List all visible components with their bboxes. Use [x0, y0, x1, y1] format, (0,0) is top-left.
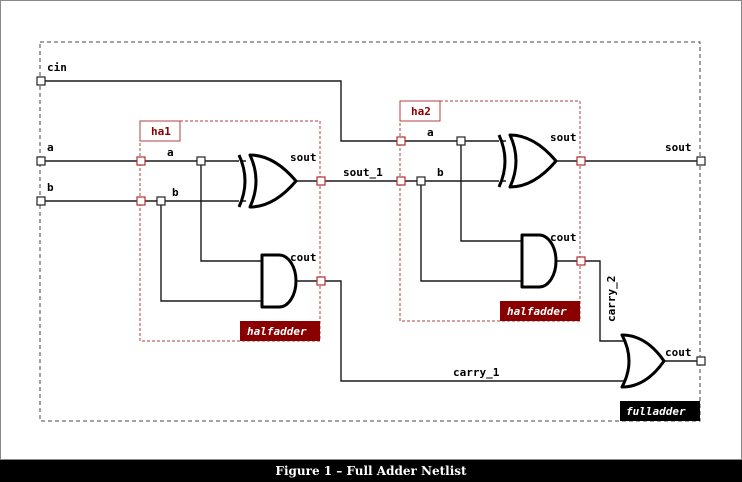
ha2-pin-a[interactable]: [396, 136, 406, 146]
ha1-b-label: b: [172, 186, 179, 199]
ha2-type-tag[interactable]: halfadder: [500, 301, 580, 321]
fulladder-type-tag[interactable]: fulladder: [620, 401, 700, 421]
ha1-junction-a: [196, 156, 206, 166]
figure-caption: Figure 1 – Full Adder Netlist: [275, 464, 467, 478]
ha1-name-box[interactable]: ha1: [139, 120, 181, 142]
ha1-pin-cout[interactable]: [316, 276, 326, 286]
ha2-b-label: b: [437, 166, 444, 179]
ha1-and-gate[interactable]: [260, 253, 298, 309]
ha2-cout-label: cout: [550, 231, 577, 244]
carry-1-net-label: carry_1: [453, 366, 500, 379]
carry-2-net-label: carry_2: [605, 276, 618, 322]
wire-carry-2[interactable]: [581, 260, 626, 342]
ha2-wire-a-and: [460, 141, 522, 242]
svg-text:halfadder: halfadder: [247, 325, 307, 338]
fulladder-boundary: [39, 41, 701, 422]
a-port[interactable]: [36, 156, 46, 166]
b-port[interactable]: [36, 196, 46, 206]
ha1-boundary: [139, 120, 321, 342]
cout-port[interactable]: [696, 356, 706, 366]
a-label: a: [47, 141, 54, 154]
ha1-sout-label: sout: [290, 151, 317, 164]
cin-label: cin: [47, 61, 67, 74]
ha1-xor-gate[interactable]: [237, 153, 298, 209]
ha1-cout-label: cout: [290, 251, 317, 264]
ha2-a-label: a: [427, 126, 434, 139]
ha2-junction-b: [416, 176, 426, 186]
ha2-name-box[interactable]: ha2: [399, 100, 441, 122]
or-gate[interactable]: [620, 333, 666, 389]
svg-text:ha1: ha1: [151, 125, 171, 138]
ha2-xor-gate[interactable]: [497, 133, 558, 189]
ha1-pin-b[interactable]: [136, 196, 146, 206]
ha2-pin-b[interactable]: [396, 176, 406, 186]
ha2-and-gate[interactable]: [520, 233, 558, 289]
sout-label: sout: [665, 141, 692, 154]
ha1-pin-sout[interactable]: [316, 176, 326, 186]
ha1-wire-a-and: [200, 161, 262, 262]
ha1-type-tag[interactable]: halfadder: [240, 321, 320, 341]
ha2-wire-b-and: [420, 181, 522, 282]
wire-cin[interactable]: [41, 80, 401, 142]
caption-bar: Figure 1 – Full Adder Netlist: [0, 460, 742, 482]
cout-label: cout: [665, 346, 692, 359]
svg-text:ha2: ha2: [411, 105, 431, 118]
ha1-a-label: a: [167, 146, 174, 159]
ha2-pin-sout[interactable]: [576, 156, 586, 166]
ha2-junction-a: [456, 136, 466, 146]
ha1-pin-a[interactable]: [136, 156, 146, 166]
ha1-junction-b: [156, 196, 166, 206]
ha2-sout-label: sout: [550, 131, 577, 144]
svg-text:halfadder: halfadder: [507, 305, 567, 318]
page-frame: [0, 0, 742, 460]
cin-port[interactable]: [36, 76, 46, 86]
sout-1-net-label: sout_1: [343, 166, 383, 179]
ha2-boundary: [399, 100, 581, 322]
wire-carry-1[interactable]: [321, 280, 626, 382]
svg-text:fulladder: fulladder: [626, 405, 686, 418]
ha1-wire-b-and: [160, 201, 262, 302]
sout-port[interactable]: [696, 156, 706, 166]
b-label: b: [47, 181, 54, 194]
ha2-pin-cout[interactable]: [576, 256, 586, 266]
